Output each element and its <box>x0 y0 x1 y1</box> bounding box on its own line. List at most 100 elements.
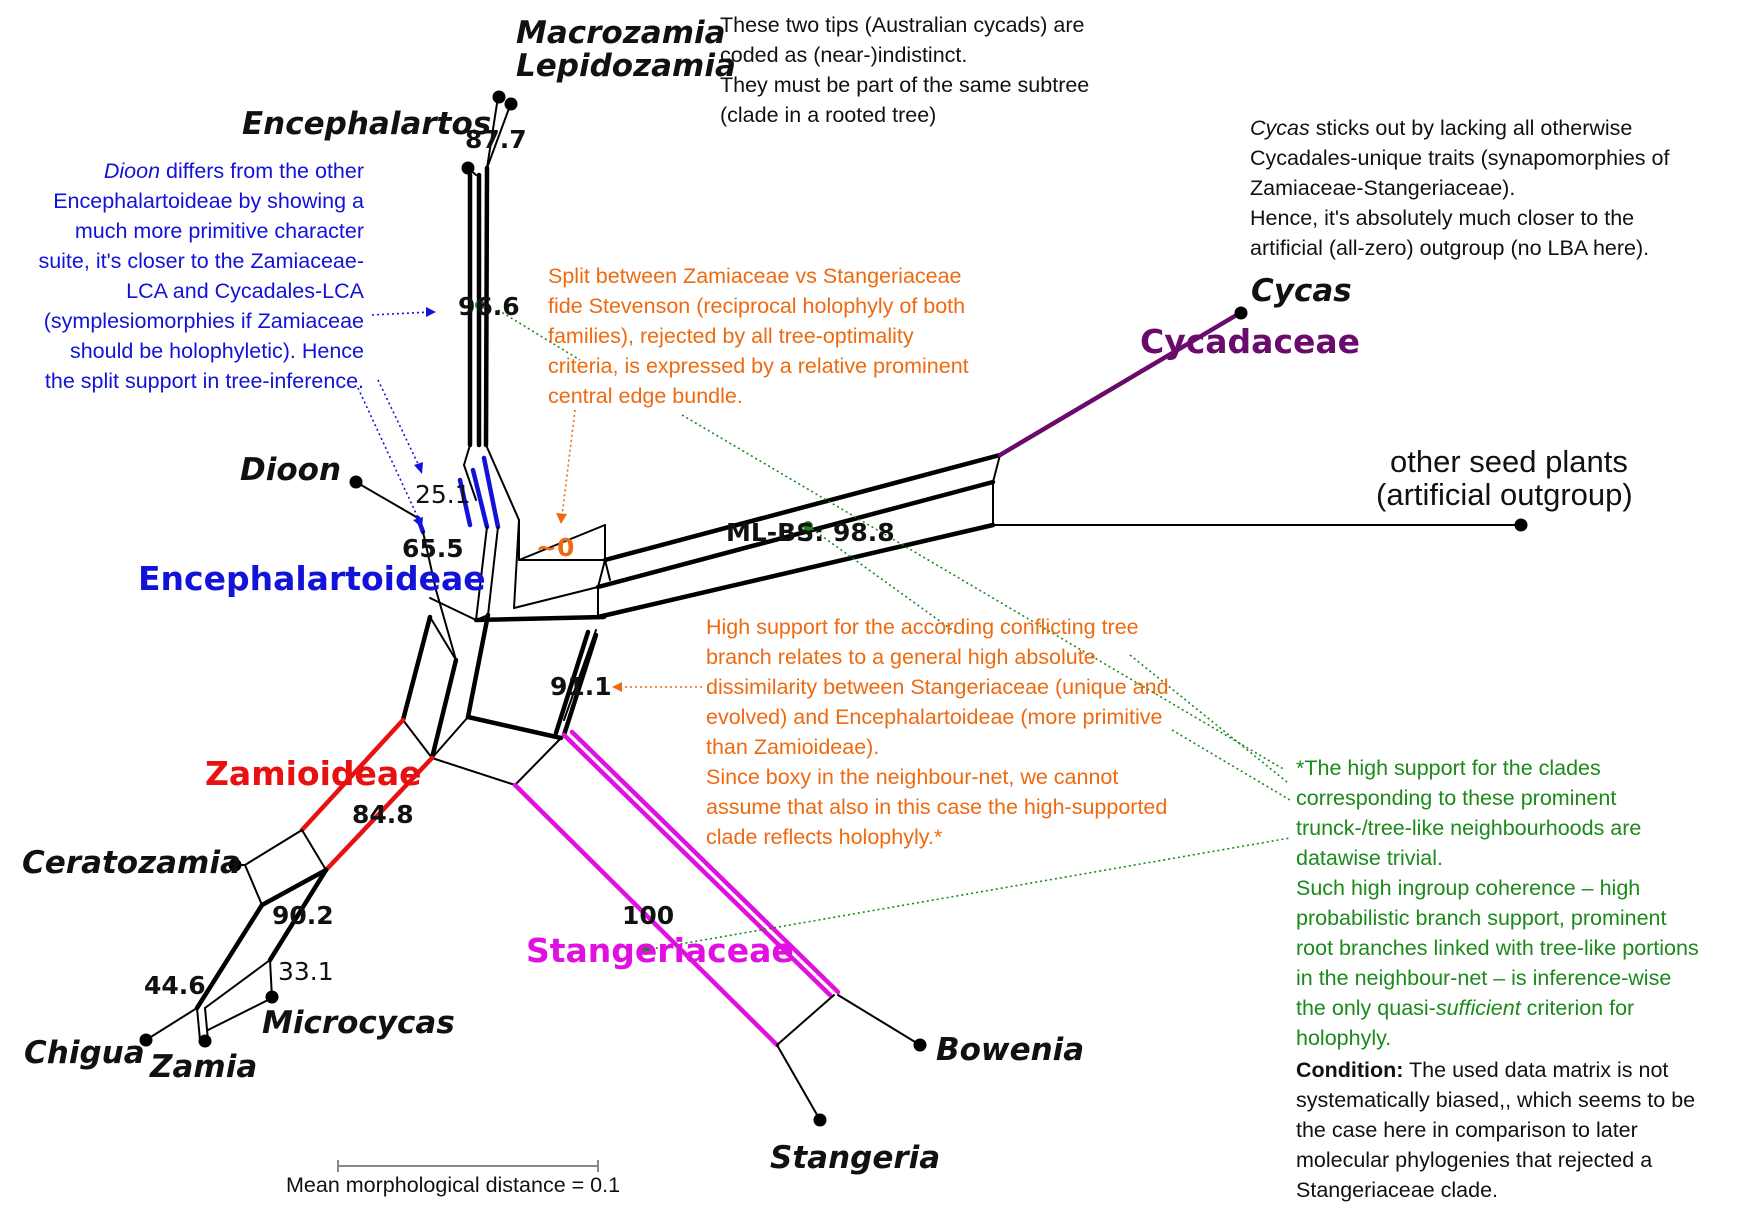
label-macrozamia: Macrozamia <box>516 15 726 51</box>
arrowhead-blue-2 <box>414 462 423 474</box>
support-91-1: 91.1 <box>550 672 612 701</box>
arrowhead-orange-2 <box>612 682 622 692</box>
edge-encephalartoideae-3 <box>457 477 473 528</box>
support-100: 100 <box>622 901 674 930</box>
dot-encephalartos <box>461 161 475 175</box>
note-green-line: trunck-/tree-like neighbourhoods are <box>1296 816 1641 840</box>
dot-lepidozamia <box>504 97 518 111</box>
note-high-line: Since boxy in the neighbour-net, we cann… <box>706 765 1118 789</box>
note-dioon: Dioon differs from the other Encephalart… <box>38 159 364 393</box>
edge-911-b <box>553 629 591 736</box>
edge-zam-1 <box>400 614 433 723</box>
note-dioon-line: the split support in tree-inference. <box>45 369 364 393</box>
note-australian-line: coded as (near-)indistinct. <box>720 43 967 67</box>
dot-chigua <box>139 1033 153 1047</box>
leader-green-6 <box>1171 729 1291 801</box>
label-chigua: Chigua <box>24 1035 145 1071</box>
note-green-line: *The high support for the clades <box>1296 756 1601 780</box>
note-cycas-line: Hence, it's absolutely much closer to th… <box>1250 206 1634 230</box>
note-high-line: High support for the according conflicti… <box>706 615 1139 639</box>
edge-902-b <box>267 867 329 963</box>
note-cycas: Cycas sticks out by lacking all otherwis… <box>1250 116 1669 260</box>
dot-bowenia <box>913 1038 927 1052</box>
note-dioon-line: LCA and Cycadales-LCA <box>126 279 364 303</box>
note-dioon-italic: Dioon <box>104 159 160 183</box>
note-split-line: central edge bundle. <box>548 384 743 408</box>
support-84-8: 84.8 <box>352 800 414 829</box>
dot-microcycas <box>265 990 279 1004</box>
note-cycas-italic: Cycas <box>1250 116 1310 140</box>
edge-zamia-1 <box>196 1007 201 1041</box>
note-split-line: fide Stevenson (reciprocal holophyly of … <box>548 294 965 318</box>
note-condition-line: systematically biased,, which seems to b… <box>1296 1088 1695 1112</box>
note-high-line: branch relates to a general high absolut… <box>706 645 1096 669</box>
edge-grid-4 <box>513 586 599 609</box>
note-cycas-line: artificial (all-zero) outgroup (no LBA h… <box>1250 236 1649 260</box>
note-cycas-rest: sticks out by lacking all otherwise <box>1310 116 1633 140</box>
note-dioon-rest: differs from the other <box>160 159 364 183</box>
label-cycadaceae: Cycadaceae <box>1140 322 1360 361</box>
edge-stangeria <box>776 1044 821 1121</box>
outgroup-line2: (artificial outgroup) <box>1376 477 1633 512</box>
note-australian-line: They must be part of the same subtree <box>720 73 1089 97</box>
note-high-line: dissimilarity between Stangeriaceae (uni… <box>706 675 1169 699</box>
note-condition: Condition: The used data matrix is not s… <box>1296 1058 1695 1202</box>
support-33-1: 33.1 <box>278 957 334 986</box>
arrowhead-blue-1 <box>426 307 436 317</box>
edge-cera-3 <box>301 829 327 871</box>
edge-encephalartoideae-2 <box>481 455 501 530</box>
dot-stangeria <box>813 1113 827 1127</box>
edge-dioon-2 <box>422 531 437 591</box>
edge-zam-3 <box>465 612 491 720</box>
note-condition-line: the case here in comparison to later <box>1296 1118 1638 1142</box>
edge-grid-5 <box>435 589 457 661</box>
edge-stangeriaceae-1 <box>512 782 780 1048</box>
note-green: *The high support for the clades corresp… <box>1296 756 1699 1050</box>
dot-dioon <box>349 475 363 489</box>
edge-cera-2 <box>244 864 263 906</box>
label-stangeriaceae: Stangeriaceae <box>526 931 794 970</box>
leader-split-to-0 <box>561 409 576 517</box>
support-approx-0: ~0 <box>536 533 574 562</box>
outgroup-label: other seed plants (artificial outgroup) <box>1376 444 1633 512</box>
arrowhead-orange-1 <box>556 513 567 524</box>
edge-cera-1 <box>244 829 303 866</box>
note-dioon-line: much more primitive character <box>75 219 364 243</box>
edge-box-c <box>463 464 477 501</box>
label-cycas: Cycas <box>1251 273 1352 309</box>
note-cycas-line: Zamiaceae-Stangeriaceae). <box>1250 176 1515 200</box>
group-labels: Encephalartoideae Zamioideae Stangeriace… <box>138 322 1360 970</box>
leader-lines <box>357 300 1291 955</box>
scale-bar: Mean morphological distance = 0.1 <box>286 1160 620 1197</box>
edge-lepidozamia <box>486 102 512 169</box>
support-values: 87.7 96.6 25.1 65.5 ~0 ML-BS: 98.8 91.1 … <box>144 125 895 1000</box>
note-condition-rest: The used data matrix is not <box>1403 1058 1668 1082</box>
note-dioon-line: should be holophyletic). Hence <box>70 339 364 363</box>
leader-green-4 <box>1129 654 1288 783</box>
edge-cera-4 <box>259 867 329 908</box>
edge-grid-11 <box>429 597 477 621</box>
note-high-line: assume that also in this case the high-s… <box>706 795 1167 819</box>
note-dioon-line: (symplesiomorphies if Zamiaceae <box>44 309 364 333</box>
tip-dots <box>139 90 1528 1127</box>
bundle-long-3 <box>595 522 996 620</box>
outgroup-line1: other seed plants <box>1390 444 1628 479</box>
scale-bar-label: Mean morphological distance = 0.1 <box>286 1173 620 1197</box>
taxon-labels: Macrozamia Lepidozamia Encephalartos Dio… <box>22 15 1352 1176</box>
edge-zam-9 <box>431 757 516 786</box>
note-cycas-line: Cycadales-unique traits (synapomorphies … <box>1250 146 1669 170</box>
green-dot-966 <box>475 300 485 310</box>
note-green-line: corresponding to these prominent <box>1296 786 1616 810</box>
note-australian-line: These two tips (Australian cycads) are <box>720 13 1084 37</box>
leader-green-1 <box>497 309 581 361</box>
note-green-prefix: the only quasi- <box>1296 996 1436 1020</box>
label-zamia: Zamia <box>149 1049 257 1085</box>
label-encephalartoideae: Encephalartoideae <box>138 559 486 598</box>
note-green-italic: sufficient <box>1436 996 1522 1020</box>
trunk-encephalartos-3 <box>483 165 490 448</box>
edge-zamioideae-1 <box>299 717 406 833</box>
edge-zam-8 <box>431 716 469 759</box>
note-high-line: than Zamioideae). <box>706 735 879 759</box>
edge-zamia-2 <box>204 1007 209 1041</box>
edge-zam-4 <box>429 616 457 661</box>
